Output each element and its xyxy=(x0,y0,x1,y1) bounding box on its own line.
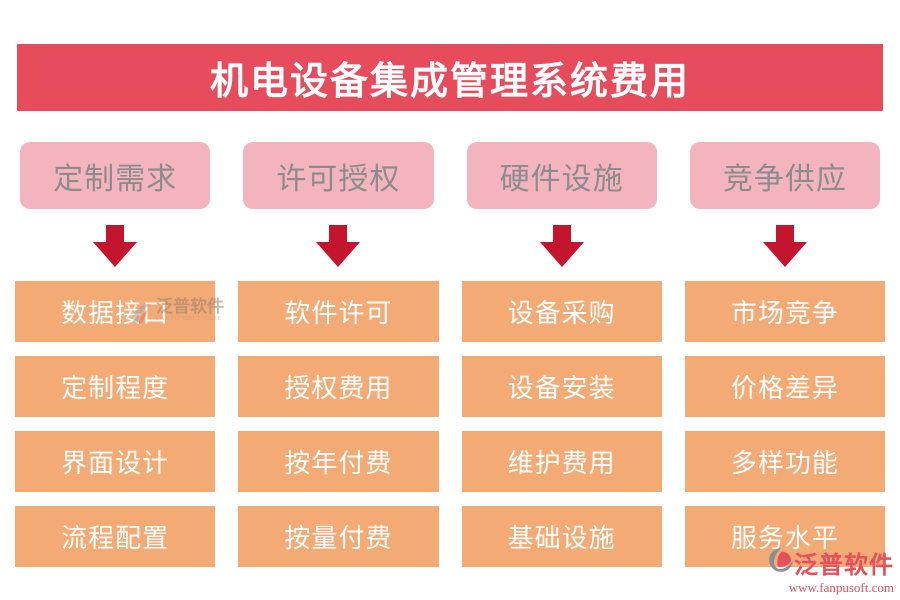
item-label: 软件许可 xyxy=(284,299,393,328)
category-header: 硬件设施 xyxy=(466,142,657,209)
item-label: 界面设计 xyxy=(61,449,170,478)
item-label: 基础设施 xyxy=(507,524,616,553)
item-box: 按年付费 xyxy=(238,431,439,492)
item-box: 多样功能 xyxy=(684,431,885,492)
item-box: 流程配置 xyxy=(15,506,216,567)
category-header-label: 许可授权 xyxy=(276,162,401,196)
item-label: 按年付费 xyxy=(284,449,393,478)
title-banner: 机电设备集成管理系统费用 xyxy=(17,44,883,111)
item-box: 市场竞争 xyxy=(684,281,885,342)
column-license-authorization: 许可授权 软件许可 授权费用 按年付费 按量付费 xyxy=(238,142,439,581)
item-box: 界面设计 xyxy=(15,431,216,492)
item-label: 数据接口 xyxy=(61,299,170,328)
down-arrow-icon xyxy=(93,225,138,267)
item-box: 设备安装 xyxy=(461,356,662,417)
category-columns: 定制需求 数据接口 定制程度 界面设计 流程配置 许可授权 软件许可 授权费用 … xyxy=(15,142,885,581)
brand-name-text: 泛普软件 xyxy=(794,553,894,579)
category-header: 定制需求 xyxy=(20,142,211,209)
item-label: 维护费用 xyxy=(507,449,616,478)
item-label: 流程配置 xyxy=(61,524,170,553)
category-header: 竞争供应 xyxy=(689,142,880,209)
item-label: 价格差异 xyxy=(730,374,839,403)
item-label: 授权费用 xyxy=(284,374,393,403)
page-title: 机电设备集成管理系统费用 xyxy=(209,61,690,103)
item-box: 数据接口 xyxy=(15,281,216,342)
category-header: 许可授权 xyxy=(243,142,434,209)
down-arrow-icon xyxy=(762,225,807,267)
item-label: 多样功能 xyxy=(730,449,839,478)
item-box: 维护费用 xyxy=(461,431,662,492)
column-hardware-facilities: 硬件设施 设备采购 设备安装 维护费用 基础设施 xyxy=(461,142,662,581)
item-label: 定制程度 xyxy=(61,374,170,403)
down-arrow-icon xyxy=(316,225,361,267)
category-header-label: 定制需求 xyxy=(53,162,178,196)
item-box: 价格差异 xyxy=(684,356,885,417)
item-label: 设备采购 xyxy=(507,299,616,328)
column-custom-requirements: 定制需求 数据接口 定制程度 界面设计 流程配置 xyxy=(15,142,216,581)
item-label: 市场竞争 xyxy=(730,299,839,328)
item-box: 按量付费 xyxy=(238,506,439,567)
category-header-label: 竞争供应 xyxy=(722,162,847,196)
item-label: 服务水平 xyxy=(730,524,839,553)
category-header-label: 硬件设施 xyxy=(499,162,624,196)
down-arrow-icon xyxy=(539,225,584,267)
item-label: 设备安装 xyxy=(507,374,616,403)
column-competitive-supply: 竞争供应 市场竞争 价格差异 多样功能 服务水平 xyxy=(684,142,885,581)
brand-swoosh-icon xyxy=(768,547,794,578)
item-box: 基础设施 xyxy=(461,506,662,567)
item-box: 设备采购 xyxy=(461,281,662,342)
brand-logo: 泛普软件 www.fanpusoft.com xyxy=(742,545,894,596)
brand-url-text: www.fanpusoft.com xyxy=(788,580,894,595)
item-box: 软件许可 xyxy=(238,281,439,342)
item-box: 定制程度 xyxy=(15,356,216,417)
item-box: 授权费用 xyxy=(238,356,439,417)
item-label: 按量付费 xyxy=(284,524,393,553)
